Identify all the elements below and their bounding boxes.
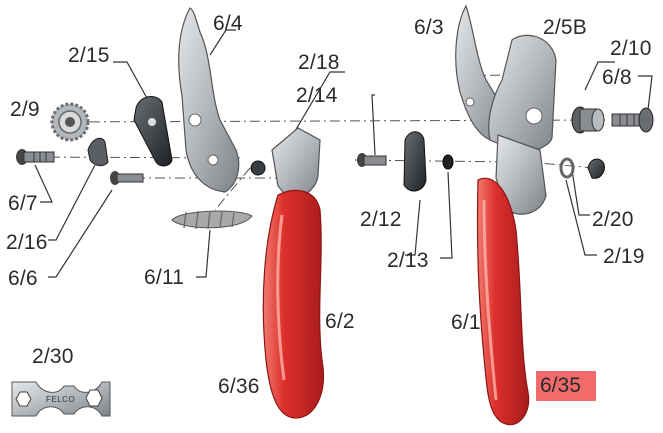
part-2-16-lever [87,137,109,167]
label-2-20: 2/20 [592,208,634,231]
label-2-19: 2/19 [603,245,645,268]
label-6-3: 6/3 [414,16,444,39]
label-2-13: 2/13 [387,249,429,272]
label-6-7: 6/7 [8,192,38,215]
part-2-5b-anvil [488,34,557,153]
part-6-1-right-handle [476,134,547,426]
part-2-14-bolt [357,153,387,167]
label-2-30: 2/30 [32,345,74,368]
part-2-18-nut [250,160,266,176]
part-2-12-cam [403,131,427,192]
wrench-logo: FELCO [46,395,76,404]
label-6-36: 6/36 [218,375,260,398]
part-2-30-wrench [11,381,111,417]
label-2-9: 2/9 [10,98,40,121]
label-2-10: 2/10 [610,37,652,60]
part-2-15-plate [133,96,173,167]
part-2-19-ring [559,157,575,179]
label-6-6: 6/6 [8,267,38,290]
label-2-18: 2/18 [298,51,340,74]
label-6-8: 6/8 [602,66,632,89]
part-6-11-spring [171,210,253,230]
part-2-9-gear-nut [50,102,90,142]
part-6-4-upper-blade [178,7,240,193]
part-2-10-bushing [571,106,605,134]
label-2-15: 2/15 [68,44,110,67]
part-6-6-screw [110,171,144,185]
label-6-2: 6/2 [325,310,355,333]
part-6-8-bolt [611,107,654,133]
part-2-20-cap-nut [587,158,605,179]
label-6-4: 6/4 [213,12,243,35]
part-6-7-bolt [16,149,55,165]
label-2-5b: 2/5B [543,16,587,39]
label-2-16: 2/16 [6,231,48,254]
part-6-2-left-handle [262,127,324,419]
label-6-35: 6/35 [540,374,581,397]
label-2-14: 2/14 [296,84,338,107]
leader-lines [34,29,653,278]
plate-hole [148,118,156,126]
label-6-11: 6/11 [144,266,185,289]
label-6-1: 6/1 [451,311,481,334]
highlighted-part-6-35: 6/35 [536,371,596,401]
label-2-12: 2/12 [360,208,402,231]
part-2-13-washer [442,154,454,170]
